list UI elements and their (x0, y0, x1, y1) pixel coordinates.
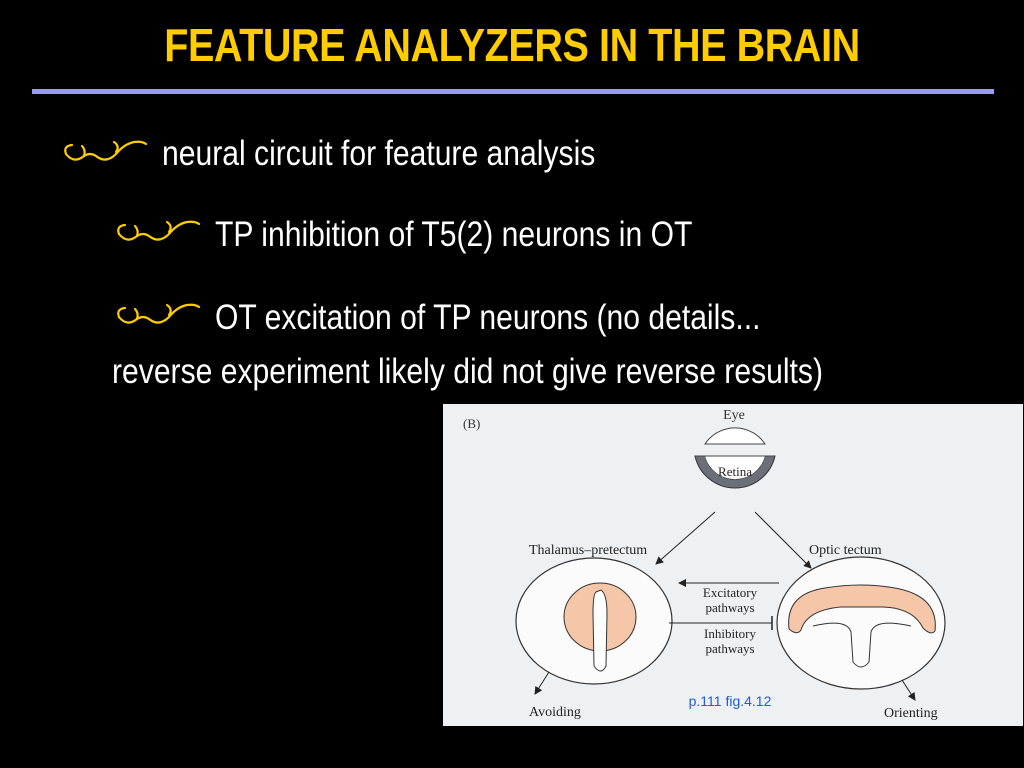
avoiding-label: Avoiding (529, 705, 581, 720)
excitatory-label-2: pathways (705, 600, 754, 615)
slide-title: FEATURE ANALYZERS IN THE BRAIN (164, 19, 860, 71)
excitatory-label-1: Excitatory (703, 585, 758, 600)
thalamus-pretectum-label: Thalamus–pretectum (529, 543, 647, 558)
bullet-2: TP inhibition of T5(2) neurons in OT (215, 215, 693, 254)
eye-label: Eye (723, 408, 745, 423)
optic-tectum-diagram (776, 556, 946, 690)
neural-circuit-figure: (B) Eye Retina Thalamus–pretectum Optic … (443, 404, 1023, 726)
retina-label: Retina (718, 464, 752, 479)
bullet-1: neural circuit for feature analysis (162, 134, 596, 173)
bullet-3-continuation: reverse experiment likely did not give r… (112, 352, 823, 391)
inhibitory-label-1: Inhibitory (704, 626, 756, 641)
figure-caption: p.111 fig.4.12 (689, 693, 772, 709)
title-divider (32, 89, 994, 94)
eyeglasses-icon (117, 303, 201, 324)
optic-tectum-label: Optic tectum (809, 543, 882, 558)
eye-diagram (694, 427, 776, 489)
eyeglasses-icon (64, 140, 148, 161)
inhibitory-label-2: pathways (705, 641, 754, 656)
panel-label: (B) (463, 416, 480, 431)
eyeglasses-icon (117, 220, 201, 241)
orienting-label: Orienting (884, 706, 938, 721)
bullet-3: OT excitation of TP neurons (no details.… (215, 298, 761, 337)
thalamus-pretectum-diagram (515, 557, 673, 685)
